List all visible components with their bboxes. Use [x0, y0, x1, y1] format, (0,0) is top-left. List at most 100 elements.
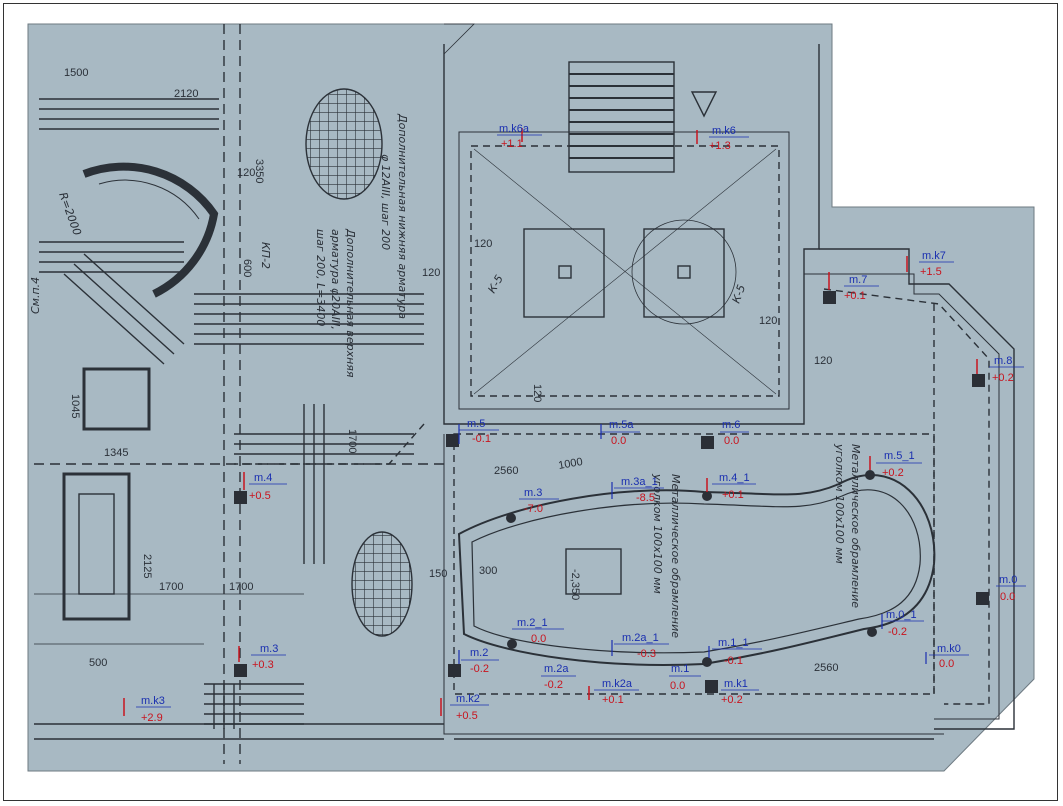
- marker-name: m.4_1: [719, 472, 750, 484]
- marker-value: +0.2: [992, 372, 1014, 384]
- marker-name: m.3: [524, 487, 542, 499]
- marker-name: m.2: [470, 647, 488, 659]
- marker-name: m.k6a: [499, 123, 530, 135]
- column-k5-right: [643, 228, 725, 318]
- marker-m-6: m.6 0.0: [701, 419, 749, 449]
- right-room-wall: [819, 248, 1015, 730]
- dim-1345: 1345: [104, 447, 128, 459]
- marker-name: m.k6: [712, 125, 736, 137]
- dim-500: 500: [89, 657, 107, 669]
- survey-markers: m.k6a +1.1 m.k6 +1.3 m.k7 +1.5 m.7 +0.1 …: [123, 123, 1026, 724]
- marker-value: -8.5: [636, 492, 655, 504]
- dim-120-c: 120: [474, 238, 492, 250]
- marker-value: 0.0: [611, 435, 626, 447]
- dim-2125: 2125: [141, 554, 153, 578]
- marker-value: +0.2: [882, 467, 904, 479]
- marker-m-5-1: m.5_1 +0.2: [865, 450, 922, 480]
- marker-m-1: m.1 0.0: [669, 663, 701, 692]
- marker-name: m.k3: [141, 695, 165, 707]
- marker-name: m.6: [722, 419, 740, 431]
- marker-m-7: m.7 +0.1: [823, 272, 879, 304]
- marker-name: m.k2a: [602, 678, 633, 690]
- marker-value: -0.2: [888, 626, 907, 638]
- note-rebar-bottom: Дополнительная нижняя арматура: [396, 113, 409, 319]
- marker-m-0-1: m.0_1 -0.2: [867, 609, 924, 638]
- dim-1500: 1500: [64, 67, 88, 79]
- oval-basin-inner: [471, 489, 921, 654]
- marker-name: m.2_1: [517, 617, 548, 629]
- dim-120-e: 120: [814, 355, 832, 367]
- marker-name: m.k7: [922, 250, 946, 262]
- marker-name: m.1: [671, 663, 689, 675]
- level-minus-2350: -2,350: [569, 569, 581, 600]
- upper-room-wall-outer: [443, 44, 820, 425]
- note-kp2: КП-2: [259, 242, 272, 269]
- marker-value: 0.0: [724, 435, 739, 447]
- marker-name: m.2a: [544, 663, 569, 675]
- marker-name: m.4: [254, 472, 272, 484]
- dim-1700-c: 1700: [229, 581, 253, 593]
- note-metal-frame-left: Металлическое обрамление: [669, 474, 682, 638]
- marker-value: +0.1: [722, 489, 744, 501]
- marker-value: +1.3: [709, 140, 731, 152]
- note-metal-frame-left-spec: уголком 100х100 мм: [651, 473, 664, 594]
- dim-1700-b: 1700: [159, 581, 183, 593]
- marker-value: +2.9: [141, 712, 163, 724]
- marker-m-5a: m.5a 0.0: [600, 419, 640, 447]
- marker-m-2-1: m.2_1 0.0: [507, 617, 564, 649]
- marker-m-k1: m.k1 +0.2: [705, 678, 759, 706]
- dim-120-d: 120: [759, 315, 777, 327]
- marker-m-3-lower: m.3 +0.3: [234, 643, 286, 677]
- marker-name: m.k0: [937, 643, 961, 655]
- marker-value: -0.2: [470, 663, 489, 675]
- marker-m-1-1: m.1_1 -0.1: [702, 637, 762, 667]
- marker-m-3: m.3 -7.0: [506, 487, 559, 523]
- dim-1045: 1045: [69, 394, 81, 418]
- marker-value: +0.1: [844, 290, 866, 302]
- dim-120-a: 120: [237, 167, 255, 179]
- dim-1000: 1000: [557, 456, 583, 472]
- marker-value: +0.2: [721, 694, 743, 706]
- marker-m-k7: m.k7 +1.5: [906, 250, 954, 278]
- marker-m-k6: m.k6 +1.3: [696, 125, 749, 152]
- upper-room-wall-inner: [458, 131, 790, 410]
- column-k5-left: [523, 228, 605, 318]
- dim-120-b: 120: [422, 267, 440, 279]
- marker-name: m.7: [849, 274, 867, 286]
- dim-300: 300: [479, 565, 497, 577]
- note-see-p4: См.п.4: [29, 277, 42, 314]
- marker-m-0: m.0 0.0: [976, 574, 1026, 605]
- marker-value: -0.1: [472, 433, 491, 445]
- note-metal-frame-right-spec: уголком 100х100 мм: [833, 443, 846, 564]
- marker-value: 0.0: [531, 633, 546, 645]
- marker-value: 0.0: [939, 658, 954, 670]
- marker-value: 0.0: [670, 680, 685, 692]
- marker-m-8: m.8 +0.2: [972, 355, 1024, 387]
- marker-name: m.5a: [609, 419, 634, 431]
- marker-m-2: m.2 -0.2: [448, 647, 499, 677]
- marker-value: -0.3: [637, 648, 656, 660]
- plan-paper: [27, 23, 1035, 772]
- marker-m-3a-1: m.3a_1 -8.5: [611, 476, 664, 504]
- spiral-stair-arc: [82, 162, 219, 298]
- marker-m-2a: m.2a -0.2: [541, 663, 576, 691]
- dim-3350: 3350: [253, 159, 265, 183]
- note-k5-right: К-5: [730, 283, 749, 305]
- hatched-shaft-lower: [351, 531, 413, 637]
- marker-name: m.0_1: [886, 609, 917, 621]
- dim-2560-a: 2560: [494, 465, 518, 477]
- marker-name: m.3: [260, 643, 278, 655]
- marker-value: -0.2: [544, 679, 563, 691]
- marker-m-5: m.5 -0.1: [446, 418, 499, 447]
- drawing-frame: 1500 2120 3350 120 600 120 120 120 120 1…: [3, 3, 1058, 801]
- marker-name: m.5_1: [884, 450, 915, 462]
- marker-m-4-1: m.4_1 +0.1: [702, 472, 756, 501]
- marker-m-k2a: m.k2a +0.1: [588, 678, 639, 706]
- upper-room-dashed: [470, 145, 780, 397]
- marker-value: +0.3: [252, 659, 274, 671]
- marker-m-k2: m.k2 +0.5: [440, 693, 489, 722]
- note-rebar-top: Дополнительная верхняя: [344, 228, 357, 378]
- marker-name: m.1_1: [718, 637, 749, 649]
- marker-name: m.5: [467, 418, 485, 430]
- marker-name: m.8: [994, 355, 1012, 367]
